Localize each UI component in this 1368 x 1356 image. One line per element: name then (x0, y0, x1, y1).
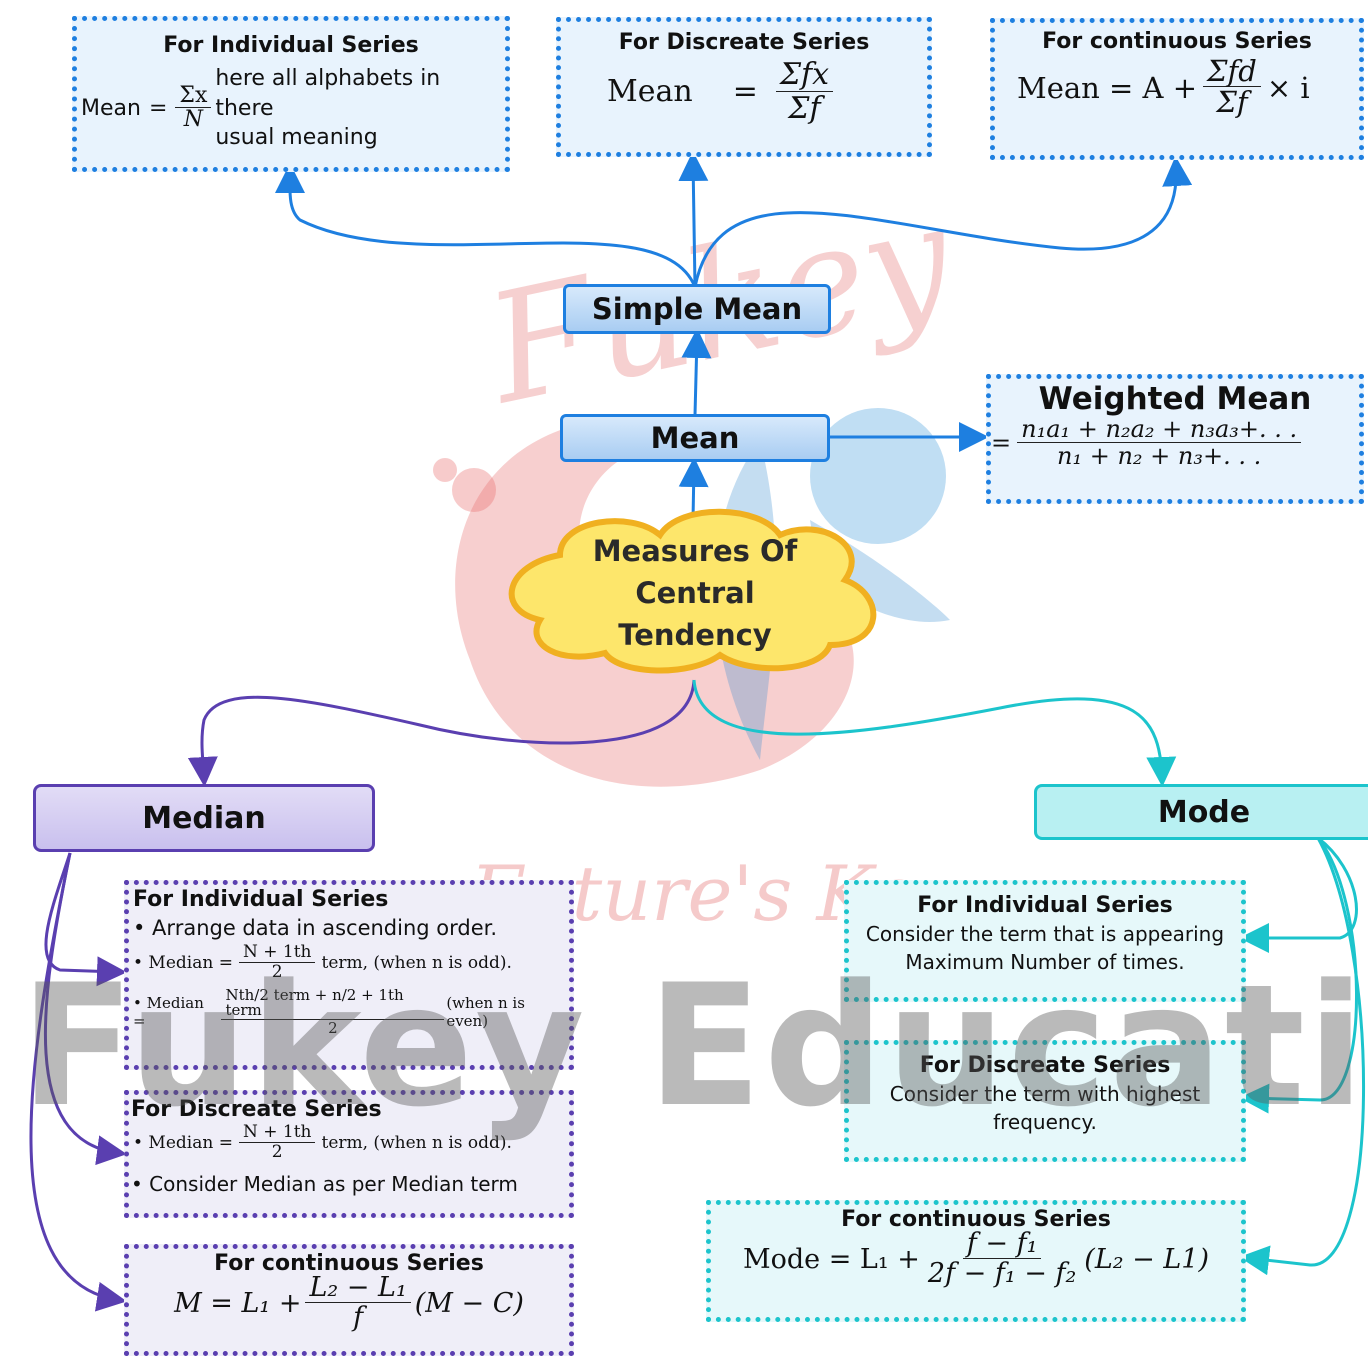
central-topic-label: Measures Of Central Tendency (592, 533, 798, 653)
median-label: Median (142, 800, 266, 836)
mean-label: Mean (650, 421, 740, 455)
mode-continuous-fraction: f − f₁ 2f − f₁ − f₂ (924, 1229, 1080, 1290)
weighted-mean-den: n₁ + n₂ + n₃+. . . (1057, 442, 1262, 471)
median-continuous-lhs: M = L₁ + (174, 1288, 302, 1320)
median-individual-odd-num: N + 1th (238, 943, 316, 963)
mode-label: Mode (1157, 794, 1251, 830)
mean-continuous-lhs: Mean = A + (1017, 70, 1198, 105)
median-individual-odd-den: 2 (271, 961, 283, 982)
mode-discrete-line1: Consider the term with highest (889, 1082, 1201, 1106)
weighted-mean-title: Weighted Mean (1038, 381, 1312, 417)
mean-individual-formula: Mean = Σx N here all alphabets in there … (77, 64, 505, 153)
median-discrete-odd: • Median = N + 1th 2 term, (when n is od… (133, 1123, 569, 1162)
median-individual-bullet1: • Arrange data in ascending order. (133, 916, 498, 940)
mean-continuous-num: Σfd (1203, 56, 1261, 88)
central-topic-node[interactable]: Measures Of Central Tendency (560, 528, 830, 658)
mode-continuous-tail: (L₂ − L1) (1084, 1244, 1210, 1276)
median-individual-even-suffix: (when n is even) (446, 994, 525, 1031)
mean-individual-equals: = (148, 96, 168, 122)
simple-mean-label: Simple Mean (591, 292, 803, 326)
mean-continuous-title: For continuous Series (1042, 29, 1312, 54)
mode-continuous-num: f − f₁ (962, 1229, 1042, 1260)
mean-continuous-box: For continuous Series Mean = A + Σfd Σf … (990, 18, 1364, 160)
mode-discrete-title: For Discreate Series (919, 1053, 1171, 1078)
weighted-mean-formula: = n₁a₁ + n₂a₂ + n₃a₃+. . . n₁ + n₂ + n₃+… (991, 416, 1359, 471)
median-individual-odd-prefix: • Median = (133, 952, 233, 973)
mean-individual-box: For Individual Series Mean = Σx N here a… (72, 16, 510, 172)
central-cloud-shape (508, 508, 877, 674)
mode-individual-title: For Individual Series (917, 893, 1173, 918)
mean-discrete-den: Σf (788, 90, 821, 126)
median-continuous-box: For continuous Series M = L₁ + L₂ − L₁ f… (124, 1244, 574, 1356)
median-discrete-odd-den: 2 (271, 1141, 283, 1162)
median-discrete-odd-prefix: • Median = (133, 1132, 233, 1153)
median-individual-box: For Individual Series • Arrange data in … (124, 880, 574, 1070)
mode-continuous-box: For continuous Series Mode = L₁ + f − f₁… (706, 1200, 1246, 1322)
mean-individual-mean-word: Mean (81, 96, 141, 122)
mean-discrete-formula: Mean = Σfx Σf (561, 59, 927, 125)
weighted-mean-equals: = (991, 429, 1012, 458)
median-continuous-fraction: L₂ − L₁ f (305, 1273, 411, 1334)
median-continuous-formula: M = L₁ + L₂ − L₁ f (M − C) (129, 1273, 569, 1334)
median-discrete-box: For Discreate Series • Median = N + 1th … (124, 1090, 574, 1218)
mean-discrete-lhs: Mean (607, 74, 693, 110)
mean-node[interactable]: Mean (560, 414, 830, 462)
median-node[interactable]: Median (33, 784, 375, 852)
median-individual-odd-fraction: N + 1th 2 (238, 943, 316, 982)
mode-discrete-line2: frequency. (993, 1110, 1097, 1134)
median-discrete-title: For Discreate Series (131, 1097, 382, 1122)
weighted-mean-box: Weighted Mean = n₁a₁ + n₂a₂ + n₃a₃+. . .… (986, 374, 1364, 504)
median-individual-title: For Individual Series (133, 887, 389, 912)
weighted-mean-fraction: n₁a₁ + n₂a₂ + n₃a₃+. . . n₁ + n₂ + n₃+. … (1017, 416, 1302, 471)
median-continuous-den: f (353, 1302, 364, 1334)
median-individual-odd: • Median = N + 1th 2 term, (when n is od… (133, 943, 569, 982)
mode-node[interactable]: Mode (1034, 784, 1368, 840)
weighted-mean-num: n₁a₁ + n₂a₂ + n₃a₃+. . . (1017, 416, 1302, 444)
median-discrete-odd-suffix: term, (when n is odd). (321, 1132, 512, 1153)
mode-continuous-title: For continuous Series (841, 1207, 1111, 1232)
mean-individual-note-line2: usual meaning (215, 125, 378, 151)
median-discrete-odd-fraction: N + 1th 2 (238, 1123, 316, 1162)
mean-individual-den: N (183, 107, 203, 133)
watermark-main: Fukey Education (20, 948, 1368, 1144)
mean-continuous-formula: Mean = A + Σfd Σf × i (995, 56, 1359, 119)
mode-continuous-lhs: Mode = L₁ + (742, 1244, 920, 1276)
median-individual-even-prefix: • Median = (133, 994, 204, 1031)
mean-discrete-equals: = (732, 74, 758, 110)
mode-individual-box: For Individual Series Consider the term … (844, 880, 1246, 1002)
median-individual-even-fraction: Nth/2 term + n/2 + 1th term 2 (221, 987, 445, 1038)
mode-discrete-box: For Discreate Series Consider the term w… (844, 1040, 1246, 1162)
mean-individual-title: For Individual Series (163, 33, 419, 58)
median-individual-odd-suffix: term, (when n is odd). (321, 952, 512, 973)
mean-continuous-fraction: Σfd Σf (1203, 56, 1261, 119)
median-continuous-num: L₂ − L₁ (305, 1273, 411, 1304)
median-continuous-title: For continuous Series (214, 1251, 484, 1276)
mean-discrete-box: For Discreate Series Mean = Σfx Σf (556, 17, 932, 157)
median-continuous-tail: (M − C) (414, 1288, 524, 1320)
mean-individual-fraction: Σx N (175, 84, 212, 133)
mean-discrete-fraction: Σfx Σf (775, 59, 834, 126)
median-discrete-bullet2: • Consider Median as per Median term (131, 1171, 518, 1196)
simple-mean-node[interactable]: Simple Mean (563, 284, 831, 334)
mean-individual-num: Σx (175, 84, 212, 109)
median-individual-even: • Median = Nth/2 term + n/2 + 1th term 2… (133, 987, 569, 1038)
mode-continuous-den: 2f − f₁ − f₂ (927, 1258, 1077, 1290)
mean-continuous-den: Σf (1216, 85, 1248, 120)
mean-continuous-tail: × i (1266, 70, 1310, 105)
mean-discrete-num: Σfx (775, 59, 834, 92)
mean-individual-note-line1: here all alphabets in there (215, 66, 441, 121)
median-discrete-odd-num: N + 1th (238, 1123, 316, 1143)
mode-individual-line2: Maximum Number of times. (905, 950, 1185, 974)
mean-discrete-title: For Discreate Series (618, 30, 870, 55)
mode-individual-line1: Consider the term that is appearing (865, 922, 1225, 946)
mean-individual-note: here all alphabets in there usual meanin… (215, 64, 505, 153)
mode-continuous-formula: Mode = L₁ + f − f₁ 2f − f₁ − f₂ (L₂ − L1… (711, 1229, 1241, 1290)
median-individual-even-den: 2 (328, 1019, 338, 1038)
median-individual-even-num: Nth/2 term + n/2 + 1th term (221, 987, 445, 1021)
